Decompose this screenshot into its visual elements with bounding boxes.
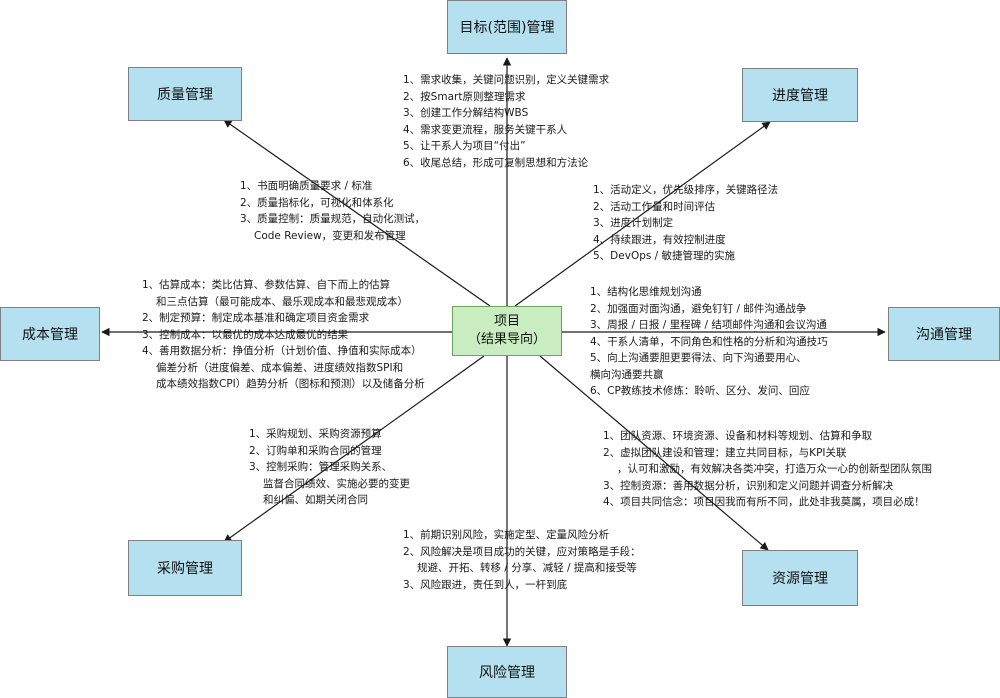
note-line: 4、干系人清单，不同角色和性格的分析和沟通技巧 <box>590 335 828 348</box>
arrow-to-schedule <box>514 121 771 307</box>
schedule-management-box: 进度管理 <box>742 68 858 122</box>
communication-management-box: 沟通管理 <box>888 307 1000 361</box>
cost-management-box: 成本管理 <box>0 307 100 361</box>
note-line: 1、团队资源、环境资源、设备和材料等规划、估算和争取 <box>603 430 873 442</box>
arrow-to-procurement <box>223 355 485 543</box>
note-line: 5、DevOps / 敏捷管理的实施 <box>593 250 736 262</box>
scope-notes: 1、需求收集，关键问题识别，定义关键需求 2、按Smart原则整理需求 3、创建… <box>403 72 609 171</box>
note-line: 3、周报 / 日报 / 里程碑 / 结项邮件沟通和会议沟通 <box>590 319 827 331</box>
schedule-notes: 1、活动定义，优先级排序，关键路径法 2、活动工作量和时间评估 3、进度计划制定… <box>593 182 778 265</box>
project-center-node: 项目 （结果导向） <box>452 306 562 356</box>
arrow-to-resource <box>539 355 769 551</box>
resource-management-box: 资源管理 <box>742 550 858 606</box>
note-line: 2、制定预算：制定成本基准和确定项目资金需求 <box>142 312 370 324</box>
quality-management-box: 质量管理 <box>128 67 242 121</box>
note-line: 1、采购规划、采购资源预算 <box>249 428 382 440</box>
risk-management-box: 风险管理 <box>447 646 567 698</box>
note-line: 2、虚拟团队建设和管理：建立共同目标，与KPI关联 <box>603 446 847 459</box>
procurement-notes: 1、采购规划、采购资源预算 2、订购单和采购合同的管理 3、控制采购：管理采购关… <box>249 426 410 509</box>
center-title: 项目 <box>493 314 520 329</box>
note-line: 和纠偏、如期关闭合同 <box>263 494 368 506</box>
note-line: 和三点估算（最可能成本、最乐观成本和最悲观成本） <box>156 295 408 308</box>
note-line: 监督合同绩效、实施必要的变更 <box>263 477 410 490</box>
note-line: 3、控制资源：善用数据分析，识别和定义问题并调查分析解决 <box>603 479 894 492</box>
note-line: 成本绩效指数CPI）趋势分析（图标和预测）以及储备分析 <box>156 378 425 390</box>
risk-notes: 1、前期识别风险，实施定型、定量风险分析 2、风险解决是项目成功的关键，应对策略… <box>403 527 641 593</box>
quality-notes: 1、书面明确质量要求 / 标准 2、质量指标化，可视化和体系化 3、质量控制：质… <box>240 178 425 244</box>
arrow-to-quality <box>223 119 491 307</box>
note-line: 偏差分析（进度偏差、成本偏差、进度绩效指数SPI和 <box>156 361 404 374</box>
note-line: 2、质量指标化，可视化和体系化 <box>240 196 394 209</box>
note-line: 3、质量控制：质量规范，自动化测试， <box>240 213 426 225</box>
procurement-management-box: 采购管理 <box>128 540 242 596</box>
note-line: 1、估算成本：类比估算、参数估算、自下而上的估算 <box>142 279 391 291</box>
note-line: 1、结构化思维规划沟通 <box>590 286 702 298</box>
note-line: 规避、开拓、转移 / 分享、减轻 / 提高和接受等 <box>417 562 637 574</box>
note-line: 5、让干系人为项目“付出” <box>403 140 526 152</box>
note-line: 2、订购单和采购合同的管理 <box>249 444 382 457</box>
cost-notes: 1、估算成本：类比估算、参数估算、自下而上的估算 和三点估算（最可能成本、最乐观… <box>142 277 425 393</box>
note-line: Code Review，变更和发布管理 <box>254 229 406 242</box>
note-line: 4、项目共同信念：项目因我而有所不同，此处非我莫属，项目必成！ <box>603 496 925 508</box>
note-line: 4、持续跟进，有效控制进度 <box>593 233 726 246</box>
center-subtitle: （结果导向） <box>467 332 546 347</box>
note-line: 横向沟通要共赢 <box>590 368 664 381</box>
note-line: 6、CP教练技术修炼：聆听、区分、发问、回应 <box>590 385 810 397</box>
note-line: ，认可和激励，有效解决各类冲突，打造万众一心的创新型团队氛围 <box>617 463 932 475</box>
note-line: 3、控制成本：以最优的成本达成最优的结果 <box>142 328 349 341</box>
resource-notes: 1、团队资源、环境资源、设备和材料等规划、估算和争取 2、虚拟团队建设和管理：建… <box>603 428 932 511</box>
note-line: 1、活动定义，优先级排序，关键路径法 <box>593 184 779 196</box>
note-line: 3、创建工作分解结构WBS <box>403 107 529 119</box>
note-line: 6、收尾总结，形成可复制思想和方法论 <box>403 156 589 169</box>
note-line: 3、进度计划制定 <box>593 217 674 229</box>
note-line: 2、风险解决是项目成功的关键，应对策略是手段： <box>403 545 641 558</box>
note-line: 3、控制采购：管理采购关系、 <box>249 461 393 473</box>
note-line: 1、需求收集，关键问题识别，定义关键需求 <box>403 74 610 86</box>
note-line: 2、加强面对面沟通，避免钉钉 / 邮件沟通战争 <box>590 302 807 315</box>
note-line: 2、按Smart原则整理需求 <box>403 90 526 103</box>
note-line: 4、善用数据分析：挣值分析（计划价值、挣值和实际成本） <box>142 345 422 357</box>
communication-notes: 1、结构化思维规划沟通 2、加强面对面沟通，避免钉钉 / 邮件沟通战争 3、周报… <box>590 284 828 400</box>
scope-management-box: 目标(范围)管理 <box>447 0 567 54</box>
note-line: 4、需求变更流程，服务关键干系人 <box>403 123 568 136</box>
note-line: 1、前期识别风险，实施定型、定量风险分析 <box>403 529 610 541</box>
note-line: 1、书面明确质量要求 / 标准 <box>240 180 373 192</box>
note-line: 3、风险跟进，责任到人，一杆到底 <box>403 578 568 591</box>
note-line: 2、活动工作量和时间评估 <box>593 200 716 213</box>
note-line: 5、向上沟通要胆更要得法、向下沟通要用心、 <box>590 352 807 364</box>
